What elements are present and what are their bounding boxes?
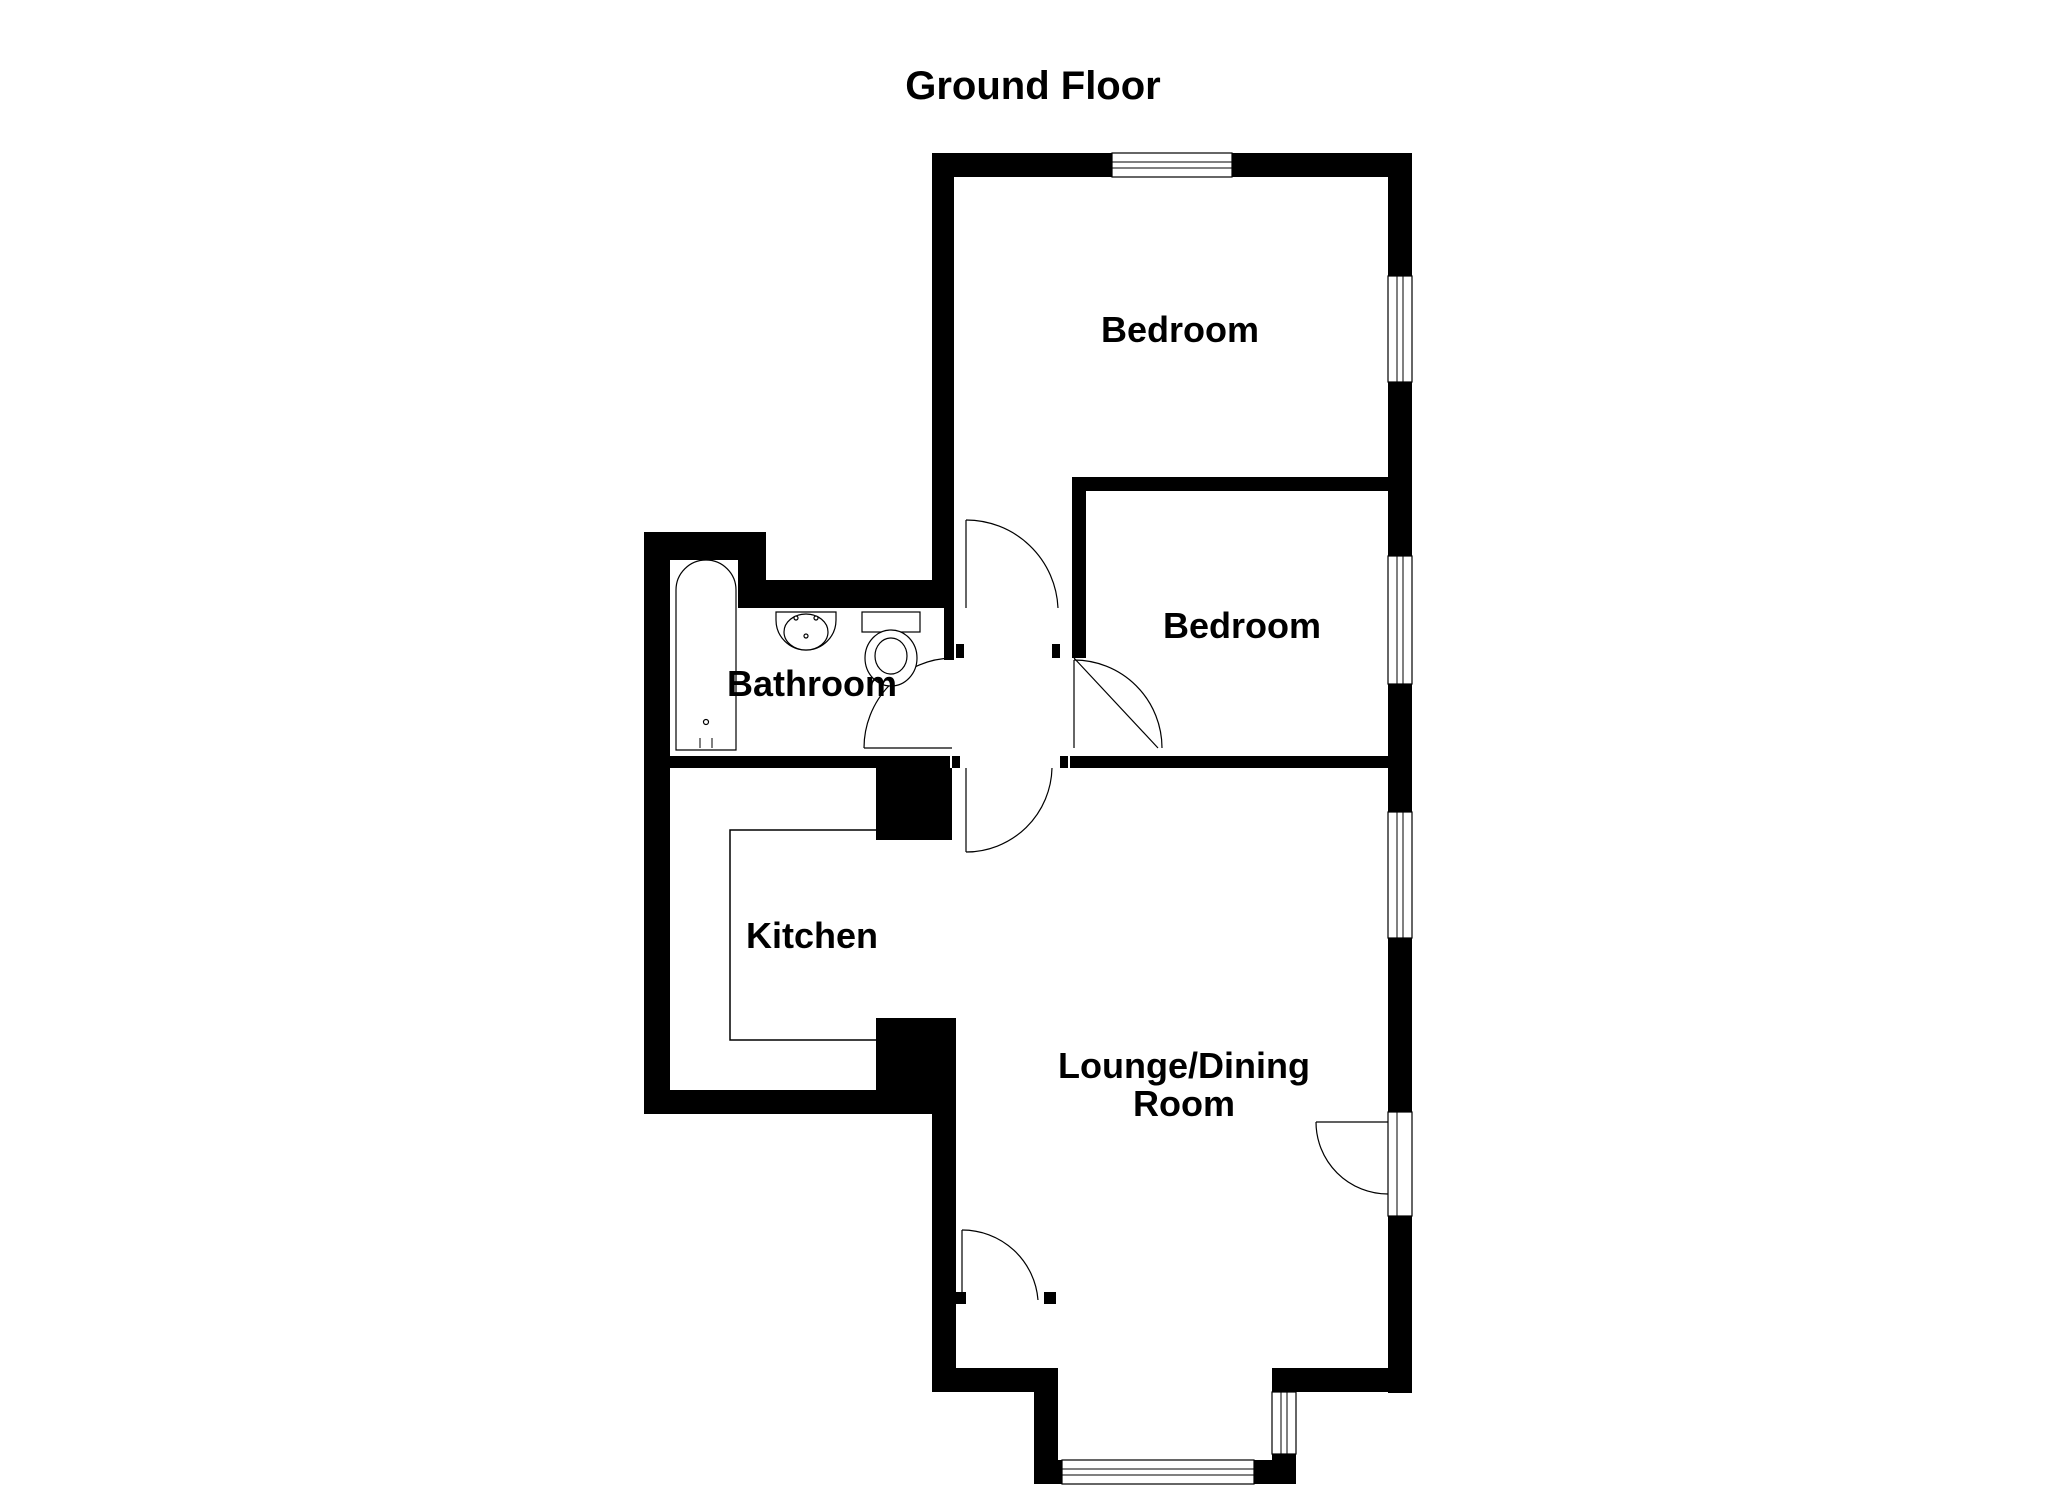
outer-walls [644, 153, 1412, 1484]
room-label-lounge-line1: Lounge/Dining [1058, 1045, 1310, 1086]
floor-title: Ground Floor [905, 64, 1161, 108]
door-bedroom-second [1073, 657, 1163, 749]
window-bedroom-top [1111, 152, 1233, 178]
window-bedroom-right [1387, 275, 1413, 383]
window-bay-right [1271, 1391, 1297, 1455]
windows [1061, 152, 1413, 1485]
fixtures [675, 559, 921, 1041]
bath-icon [675, 559, 737, 751]
window-bay-bottom [1061, 1459, 1255, 1485]
room-label-lounge-line2: Room [1133, 1083, 1235, 1124]
room-label-bathroom: Bathroom [727, 663, 897, 704]
room-label-bedroom-main: Bedroom [1101, 309, 1259, 350]
door-bedroom-main [965, 519, 1059, 609]
door-hall-lounge [965, 767, 1053, 853]
toilet-icon [861, 611, 921, 687]
window-bedroom2-right [1387, 555, 1413, 685]
basin-icon [775, 611, 837, 651]
internal-walls [670, 477, 1388, 1304]
room-label-bedroom-second: Bedroom [1163, 605, 1321, 646]
door-lounge-side [1315, 1111, 1413, 1217]
door-entrance [961, 1229, 1039, 1301]
kitchen-counter [729, 829, 876, 1041]
window-lounge-right [1387, 811, 1413, 939]
room-label-kitchen: Kitchen [746, 915, 878, 956]
